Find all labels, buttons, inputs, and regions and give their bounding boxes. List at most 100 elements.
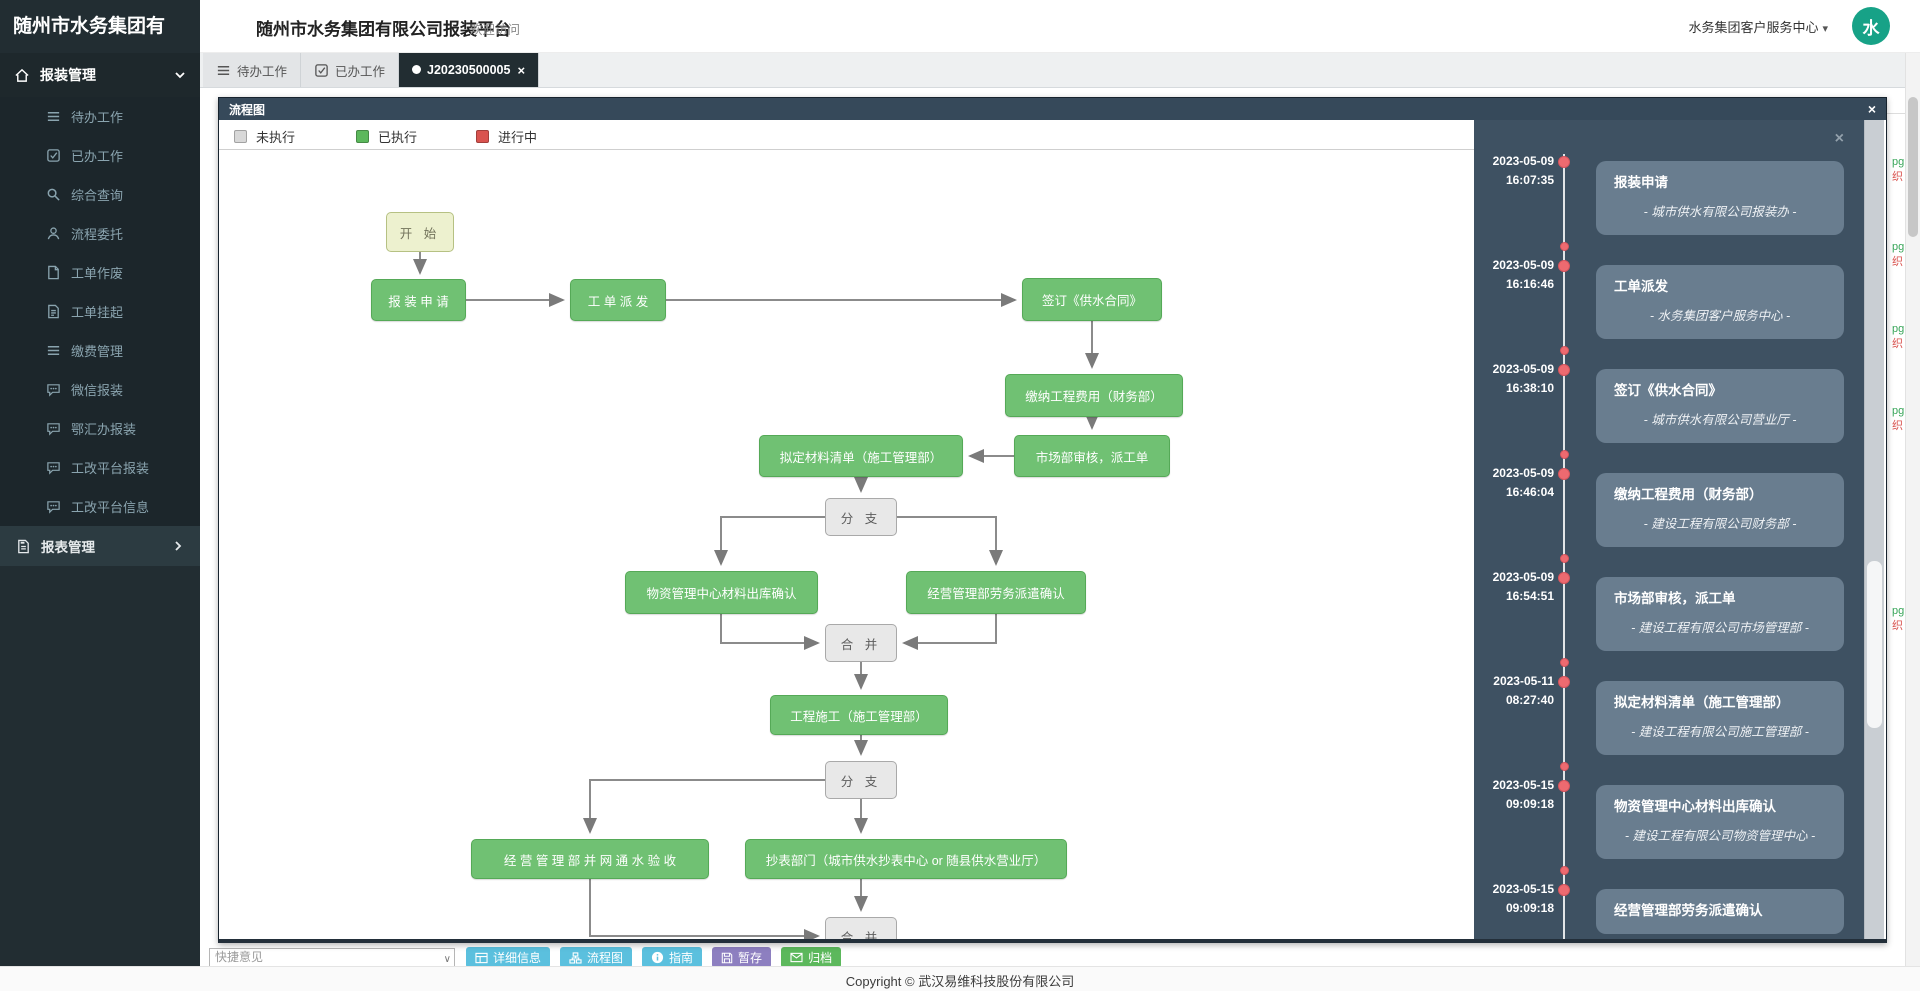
modal-close-icon[interactable]: × bbox=[1867, 101, 1876, 117]
timeline-card-org: - 建设工程有限公司财务部 - bbox=[1643, 517, 1797, 531]
fragment-green-text: pg bbox=[1892, 605, 1905, 617]
sidebar-item[interactable]: 已办工作 bbox=[0, 136, 200, 175]
sidebar-item[interactable]: 鄂汇办报装 bbox=[0, 409, 200, 448]
flowchart-area: 未执行已执行进行中 bbox=[219, 120, 1474, 939]
sidebar-item[interactable]: 工单挂起 bbox=[0, 292, 200, 331]
action-button-row: 详细信息流程图指南 暂存 归档 bbox=[466, 947, 842, 968]
page-scrollbar[interactable] bbox=[1905, 53, 1920, 966]
archive-icon bbox=[790, 952, 803, 963]
chevron-right-icon bbox=[172, 540, 184, 552]
sidebar-item-baozhuang-guanli[interactable]: 报装管理 bbox=[0, 53, 200, 97]
timeline-card: 市场部审核，派工单- 建设工程有限公司市场管理部 - bbox=[1596, 577, 1844, 651]
timeline-card-title: 市场部审核，派工单 bbox=[1614, 591, 1736, 606]
sidebar-item-label: 工改平台报装 bbox=[71, 461, 150, 476]
fragment-red-text: 织 bbox=[1892, 256, 1903, 268]
user-menu[interactable]: 水务集团客户服务中心▾ bbox=[1688, 17, 1828, 36]
timeline-dot-icon bbox=[1558, 260, 1570, 272]
tab-已办工作[interactable]: 已办工作 bbox=[301, 53, 400, 87]
sidebar-item[interactable]: 缴费管理 bbox=[0, 331, 200, 370]
flow-diagram-modal: 流程图 × 未执行已执行进行中 bbox=[218, 97, 1887, 943]
modal-title: 流程图 bbox=[229, 102, 266, 117]
sidebar-item[interactable]: 工改平台报装 bbox=[0, 448, 200, 487]
sidebar-item-report[interactable]: 报表管理 bbox=[0, 526, 200, 566]
sidebar-item[interactable]: 工改平台信息 bbox=[0, 487, 200, 526]
page-scrollbar-thumb[interactable] bbox=[1908, 97, 1918, 237]
modal-body: 未执行已执行进行中 bbox=[219, 120, 1886, 939]
timeline-card-title: 报装申请 bbox=[1614, 175, 1668, 190]
chevron-down-icon bbox=[174, 69, 186, 81]
button-详细信息[interactable]: 详细信息 bbox=[466, 947, 551, 968]
detail-icon bbox=[475, 952, 488, 964]
flow-node-acceptance: 经 营 管 理 部 并 网 通 水 验 收 bbox=[471, 839, 709, 879]
timeline-card-org: - 水务集团客户服务中心 - bbox=[1649, 309, 1791, 323]
timeline-date: 2023-05-09 bbox=[1492, 258, 1554, 272]
button-流程图[interactable]: 流程图 bbox=[560, 947, 633, 968]
page-title: 随州市水务集团有限公司报装平台 bbox=[256, 20, 511, 39]
list-icon bbox=[46, 343, 61, 358]
flow-node-pay: 缴纳工程费用（财务部） bbox=[1005, 374, 1183, 417]
timeline-card-title: 工单派发 bbox=[1614, 279, 1668, 294]
timeline-card-org: - 城市供水有限公司营业厅 - bbox=[1643, 413, 1797, 427]
button-指南[interactable]: 指南 bbox=[642, 947, 703, 968]
report-icon bbox=[16, 539, 31, 554]
flow-node-warehouse: 物资管理中心材料出库确认 bbox=[625, 571, 818, 614]
timeline-time: 09:09:18 bbox=[1505, 797, 1554, 811]
timeline-date: 2023-05-09 bbox=[1492, 154, 1554, 168]
timeline-dot-icon bbox=[1558, 572, 1570, 584]
quick-opinion-select[interactable]: 快捷意见 ∨ bbox=[209, 948, 455, 967]
sidebar-report-label: 报表管理 bbox=[41, 540, 95, 555]
sidebar-item-label: 已办工作 bbox=[71, 149, 124, 164]
sidebar-item[interactable]: 微信报装 bbox=[0, 370, 200, 409]
sidebar-item[interactable]: 工单作废 bbox=[0, 253, 200, 292]
legend-swatch bbox=[356, 130, 369, 143]
flow-node-construction: 工程施工（施工管理部） bbox=[770, 695, 948, 735]
timeline-smalldot-icon bbox=[1560, 866, 1569, 875]
user-name: 水务集团客户服务中心 bbox=[1688, 20, 1819, 35]
timeline-close-icon[interactable]: × bbox=[1834, 130, 1844, 147]
copyright-text: Copyright © 武汉易维科技股份有限公司 bbox=[845, 974, 1075, 989]
modal-scrollbar[interactable] bbox=[1864, 120, 1884, 939]
quick-opinion-value: 快捷意见 bbox=[215, 950, 264, 964]
comment-icon bbox=[46, 421, 61, 436]
sidebar-item[interactable]: 综合查询 bbox=[0, 175, 200, 214]
tab-close-icon[interactable]: × bbox=[517, 62, 526, 78]
timeline-time: 09:09:18 bbox=[1505, 901, 1554, 915]
sidebar-parent-label: 报装管理 bbox=[40, 67, 96, 83]
avatar[interactable]: 水 bbox=[1852, 7, 1890, 45]
tab-待办工作[interactable]: 待办工作 bbox=[203, 53, 302, 87]
timeline-dot-icon bbox=[1558, 364, 1570, 376]
file-text-icon bbox=[46, 304, 61, 319]
modal-scrollbar-thumb[interactable] bbox=[1867, 561, 1882, 728]
timeline-smalldot-icon bbox=[1560, 450, 1569, 459]
user-icon bbox=[46, 226, 61, 241]
button-label: 暂存 bbox=[738, 951, 763, 965]
legend-item: 未执行 bbox=[234, 127, 295, 146]
timeline-smalldot-icon bbox=[1560, 346, 1569, 355]
timeline-card-title: 缴纳工程费用（财务部） bbox=[1614, 487, 1763, 502]
legend-swatch bbox=[476, 130, 489, 143]
button-暂存[interactable]: 暂存 bbox=[712, 947, 772, 968]
timeline-card: 签订《供水合同》- 城市供水有限公司营业厅 - bbox=[1596, 369, 1844, 443]
sidebar-item-label: 待办工作 bbox=[71, 110, 124, 125]
button-归档[interactable]: 归档 bbox=[781, 947, 842, 968]
sidebar-item[interactable]: 待办工作 bbox=[0, 97, 200, 136]
sidebar-item[interactable]: 流程委托 bbox=[0, 214, 200, 253]
timeline-smalldot-icon bbox=[1560, 242, 1569, 251]
legend-label: 进行中 bbox=[498, 130, 538, 145]
tab-J20230500005[interactable]: J20230500005× bbox=[399, 53, 540, 87]
modal-header: 流程图 × bbox=[219, 98, 1886, 120]
comment-icon bbox=[46, 460, 61, 475]
timeline-dot-icon bbox=[1558, 676, 1570, 688]
timeline-card-org: - 建设工程有限公司施工管理部 - bbox=[1631, 725, 1809, 739]
